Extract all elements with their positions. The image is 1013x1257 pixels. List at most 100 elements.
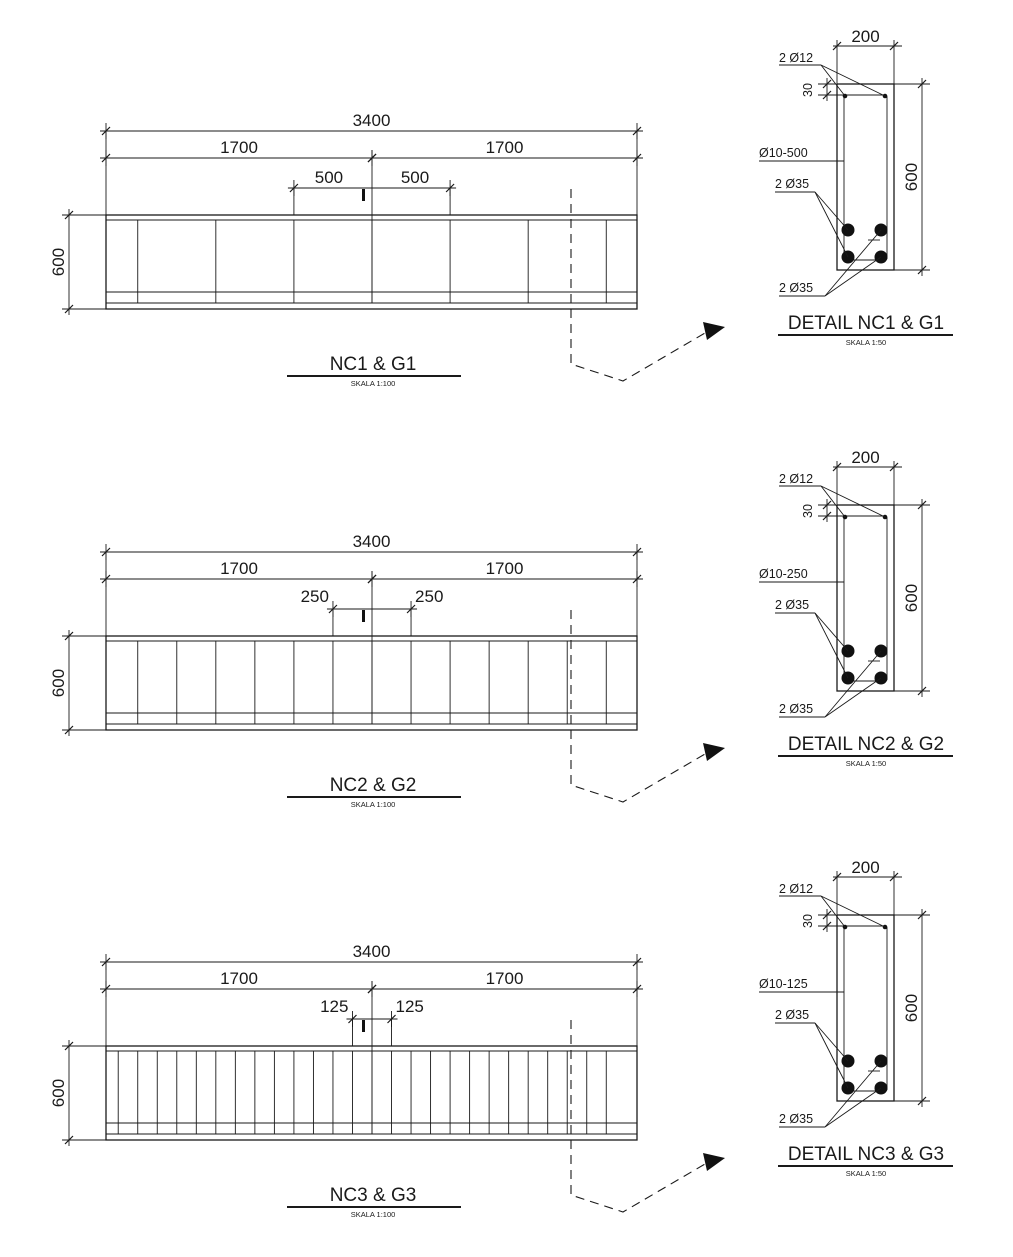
dimension-tick [64,304,74,314]
section-cut-indicator [570,610,725,803]
dimension-tick [917,265,927,275]
section-arrow-icon [703,1153,725,1171]
dimension-tick [822,910,832,920]
beam-outline [105,1045,638,1141]
dimension-tick [64,725,74,735]
elevation-title: NC1 & G1 [330,354,417,375]
leader-line [814,612,849,652]
leader-line [824,229,882,297]
leader-line [814,612,849,679]
section-outline [836,504,895,692]
elevation-title: NC2 & G2 [330,775,417,796]
stirrups-label: Ø10-500 [759,146,808,160]
dimension-tick [632,153,642,163]
dimension-tick [889,872,899,882]
stirrups-label: Ø10-250 [759,567,808,581]
overall-length-label: 3400 [353,111,391,130]
left-half-label: 1700 [220,138,258,157]
spacing-right-label: 500 [401,168,429,187]
cover-label: 30 [801,504,815,518]
beam-outline [105,635,638,731]
dimension-tick [917,1096,927,1106]
leader-line [820,485,846,518]
stirrups [117,1051,607,1134]
leader-line [820,64,886,97]
dimension-tick [101,153,111,163]
leader-line [814,1022,849,1089]
top-bars-label: 2 Ø12 [779,472,813,486]
top-bars-label: 2 Ø12 [779,882,813,896]
section-title: DETAIL NC1 & G1 [788,313,944,334]
dimension-tick [822,500,832,510]
spacing-left-label: 125 [320,997,348,1016]
height-label: 600 [49,669,68,697]
dimension-tick [889,41,899,51]
dimension-tick [832,462,842,472]
dimension-tick [632,984,642,994]
height-label: 600 [49,248,68,276]
bottom-bars-label: 2 Ø35 [779,281,813,295]
leader-line [824,1087,882,1128]
dimension-tick [889,462,899,472]
load-point-marker [362,189,365,201]
spacing-right-label: 125 [396,997,424,1016]
dimension-tick [101,574,111,584]
dimension-tick [822,921,832,931]
section-cut-indicator [570,189,725,382]
elevation-scale: SKALA 1:100 [351,379,396,388]
dimension-tick [64,1041,74,1051]
left-half-label: 1700 [220,559,258,578]
right-half-label: 1700 [486,559,524,578]
spacing-right-label: 250 [415,587,443,606]
leader-line [824,256,882,297]
elevation-title: NC3 & G3 [330,1185,417,1206]
leader-line [814,191,849,231]
section-cut-line [570,189,706,382]
dimension-tick [917,500,927,510]
mid-bars-label: 2 Ø35 [775,598,809,612]
section-scale: SKALA 1:50 [846,338,886,347]
spacing-left-label: 250 [301,587,329,606]
elevation-scale: SKALA 1:100 [351,1210,396,1219]
cover-label: 30 [801,914,815,928]
top-bars-label: 2 Ø12 [779,51,813,65]
dimension-tick [64,631,74,641]
bottom-bars-label: 2 Ø35 [779,702,813,716]
left-half-label: 1700 [220,969,258,988]
right-half-label: 1700 [486,969,524,988]
section-outline [836,83,895,271]
leader-line [814,1022,849,1062]
leader-line [820,895,886,928]
overall-length-label: 3400 [353,942,391,961]
load-point-marker [362,1020,365,1032]
leader-line [820,895,846,928]
mid-bars-label: 2 Ø35 [775,1008,809,1022]
spacing-left-label: 500 [315,168,343,187]
bottom-bars-label: 2 Ø35 [779,1112,813,1126]
section-scale: SKALA 1:50 [846,759,886,768]
stirrups-label: Ø10-125 [759,977,808,991]
dimension-tick [822,90,832,100]
right-half-label: 1700 [486,138,524,157]
overall-length-label: 3400 [353,532,391,551]
dimension-tick [64,1135,74,1145]
dimension-tick [832,872,842,882]
section-outline [836,914,895,1102]
section-arrow-icon [703,322,725,340]
leader-line [824,1060,882,1128]
section-height-label: 600 [902,163,921,191]
section-title: DETAIL NC3 & G3 [788,1144,944,1165]
elevation-scale: SKALA 1:100 [351,800,396,809]
mid-bars-label: 2 Ø35 [775,177,809,191]
section-cut-line [570,610,706,803]
stirrup-outline [843,925,888,1092]
section-arrow-icon [703,743,725,761]
section-width-label: 200 [851,858,879,877]
dimension-tick [101,984,111,994]
stirrup-outline [843,94,888,261]
